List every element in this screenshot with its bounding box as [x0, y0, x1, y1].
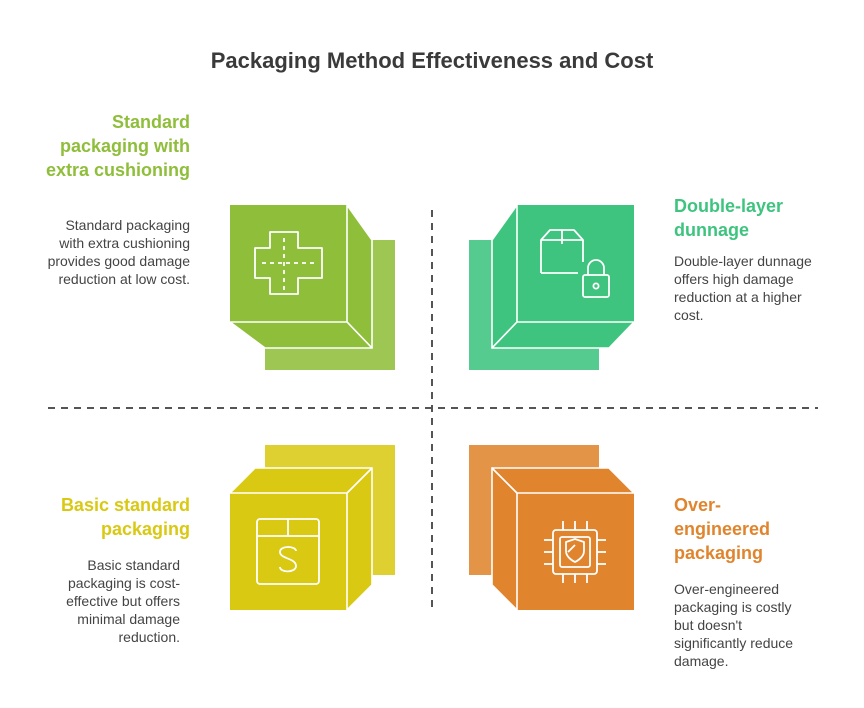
quadrant-bottom-left-title: Basic standard packaging — [60, 495, 190, 539]
quadrant-bottom-left-description: Basic standard packaging is cost-effecti… — [66, 557, 180, 645]
locked-box-icon — [540, 229, 610, 298]
box-top-right — [469, 204, 635, 370]
dollar-box-icon — [256, 518, 320, 585]
quadrant-bottom-right-title: Over-engineered packaging — [674, 495, 771, 563]
box-top-left — [229, 204, 395, 370]
shield-chip-icon — [544, 521, 606, 583]
box-bottom-left — [229, 445, 395, 611]
quadrant-top-left-description: Standard packaging with extra cushioning… — [47, 217, 190, 287]
box-bottom-right — [469, 445, 635, 611]
quadrant-bottom-right-description: Over-engineered packaging is costly but … — [674, 581, 794, 669]
page-title: Packaging Method Effectiveness and Cost — [210, 48, 654, 73]
first-aid-cross-icon — [254, 231, 323, 295]
quadrant-top-right-description: Double-layer dunnage offers high damage … — [674, 253, 812, 323]
quadrant-top-left-title: Standard packaging with extra cushioning — [45, 112, 190, 180]
quadrant-top-right-title: Double-layer dunnage — [674, 196, 784, 240]
